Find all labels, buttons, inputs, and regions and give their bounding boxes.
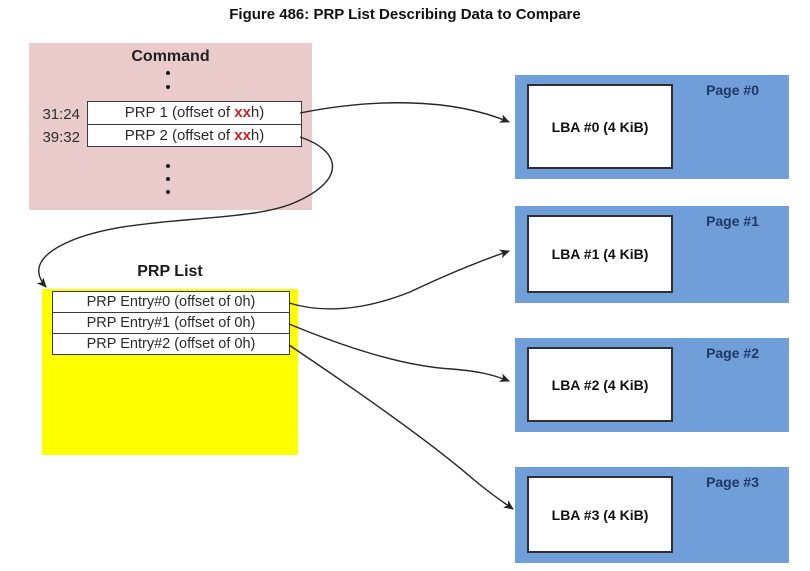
lba-0-box: LBA #0 (4 KiB) (527, 84, 673, 169)
prp-entry-0: PRP Entry#0 (offset of 0h) (86, 294, 256, 310)
prp1-text: PRP 1 (offset of (124, 104, 235, 121)
page-0-label: Page #0 (706, 82, 759, 98)
prp-entry-1: PRP Entry#1 (offset of 0h) (53, 312, 289, 333)
lba-1-box: LBA #1 (4 KiB) (527, 215, 673, 293)
vertical-ellipsis-top (166, 71, 170, 89)
dot (166, 164, 170, 168)
dword-bits-label-prp1: 31:24 (42, 106, 80, 123)
figure-title: Figure 486: PRP List Describing Data to … (229, 6, 581, 23)
page-2-label: Page #2 (706, 345, 759, 361)
command-prp-fields: PRP 1 (offset of xxh) PRP 2 (offset of x… (87, 101, 302, 147)
prp-entry-2: PRP Entry#2 (offset of 0h) (53, 333, 289, 354)
lba-3-label: LBA #3 (4 KiB) (551, 506, 649, 523)
prp2-field: PRP 2 (offset of xxh) (88, 123, 301, 147)
dot (166, 71, 170, 75)
dot (166, 190, 170, 194)
command-label: Command (131, 48, 210, 65)
prp1-offset-xx: xx (234, 104, 251, 121)
page-1-label: Page #1 (706, 213, 759, 229)
prp1-field: PRP 1 (offset of xxh) (88, 102, 301, 124)
dot (166, 177, 170, 181)
lba-3-box: LBA #3 (4 KiB) (527, 476, 673, 553)
prp-list-label: PRP List (137, 263, 203, 280)
lba-0-label: LBA #0 (4 KiB) (551, 118, 649, 135)
prp2-offset-xx: xx (234, 126, 251, 144)
vertical-ellipsis-bottom (166, 164, 170, 194)
page-0-box: Page #0 LBA #0 (4 KiB) (515, 75, 789, 179)
prp2-text-suffix: h) (250, 126, 265, 144)
arrow-entry1-to-page2 (288, 323, 510, 382)
arrow-entry2-to-page3 (288, 344, 514, 510)
arrow-prp1-to-page0 (299, 102, 510, 123)
prp-list-entries: PRP Entry#0 (offset of 0h) PRP Entry#1 (… (52, 291, 290, 355)
dot (166, 85, 170, 89)
page-3-label: Page #3 (706, 474, 759, 490)
lba-1-label: LBA #1 (4 KiB) (551, 246, 649, 262)
page-1-box: Page #1 LBA #1 (4 KiB) (515, 206, 789, 303)
lba-2-label: LBA #2 (4 KiB) (551, 376, 649, 393)
prp2-text: PRP 2 (offset of (124, 126, 235, 144)
arrow-entry0-to-page1 (288, 249, 510, 310)
prp1-text-suffix: h) (250, 104, 265, 121)
lba-2-box: LBA #2 (4 KiB) (527, 347, 673, 422)
dword-bits-label-prp2: 39:32 (42, 129, 80, 146)
page-2-box: Page #2 LBA #2 (4 KiB) (515, 338, 789, 432)
page-3-box: Page #3 LBA #3 (4 KiB) (515, 467, 789, 563)
